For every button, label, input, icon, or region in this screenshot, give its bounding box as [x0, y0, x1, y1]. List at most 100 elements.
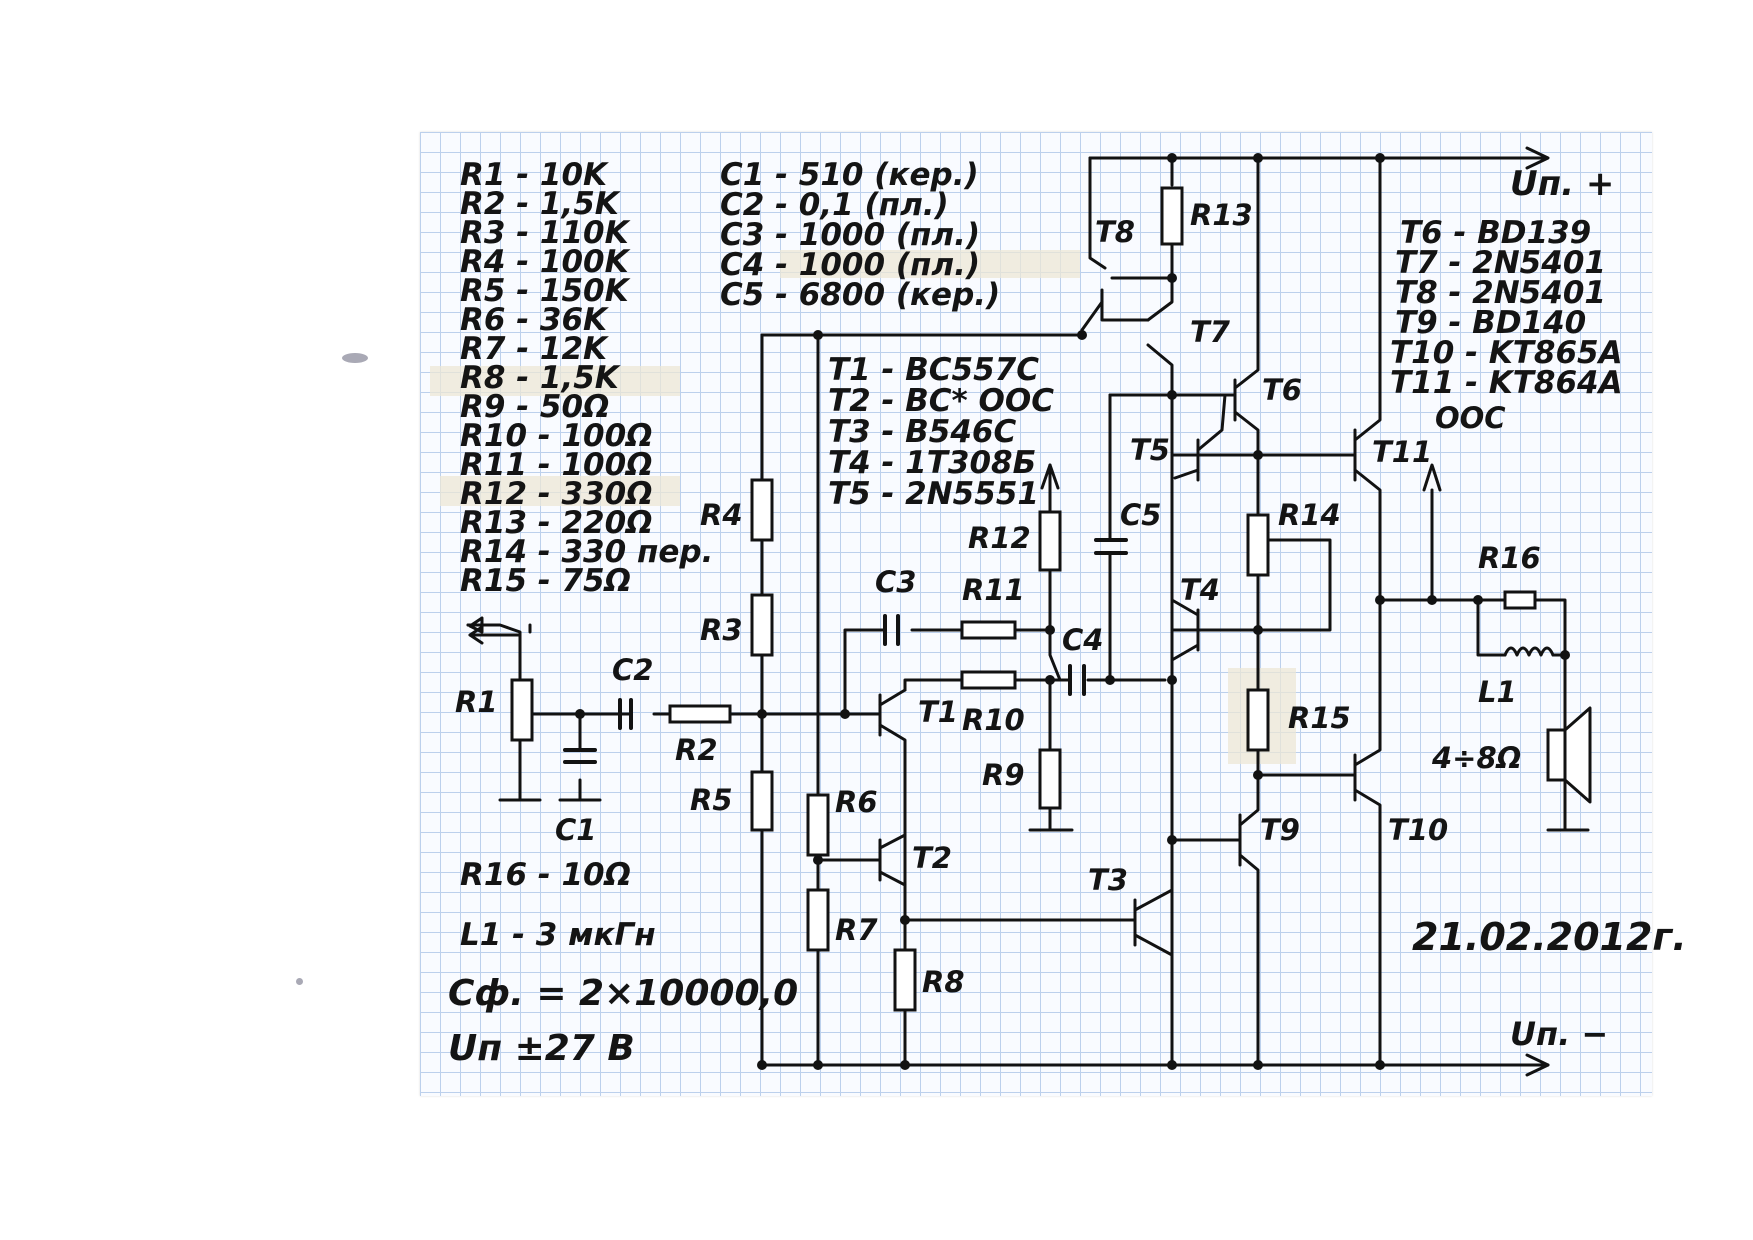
label-r2: R2 — [675, 733, 718, 767]
note: Cф. = 2×10000,0 — [448, 973, 798, 1014]
tape-highlight — [440, 476, 680, 506]
graph-paper-sheet — [420, 132, 1652, 1096]
label-t7: T7 — [1190, 315, 1231, 349]
label-t11: T11 — [1372, 435, 1432, 469]
label-c4: C4 — [1062, 623, 1103, 657]
resistor-r16 — [1503, 590, 1537, 610]
label-r5: R5 — [690, 783, 733, 817]
capacitor-list: C1 - 510 (кер.) C2 - 0,1 (пл.) C3 - 1000… — [720, 157, 1000, 313]
list-item: R1 - 10K — [460, 157, 609, 193]
label-t10: T10 — [1388, 813, 1448, 847]
label-r16: R16 — [1478, 541, 1541, 575]
potentiometer-r1 — [510, 678, 534, 742]
list-item: R15 - 75Ω — [460, 563, 631, 599]
list-item: R2 - 1,5K — [460, 186, 621, 222]
resistor-r8 — [893, 948, 917, 1012]
resistor-r5 — [750, 770, 774, 832]
list-item: T5 - 2N5551 — [828, 476, 1039, 512]
list-item: T11 - KT864A — [1390, 365, 1623, 401]
component-labels: R1 R2 R3 R4 R5 R6 R7 R8 R9 R10 R11 R12 R… — [455, 164, 1614, 1053]
label-r14: R14 — [1278, 498, 1341, 532]
label-supply-plus: Uп. + — [1510, 164, 1614, 204]
list-item: C3 - 1000 (пл.) — [720, 217, 980, 253]
inductor-l1 — [1503, 646, 1555, 657]
list-item: T7 - 2N5401 — [1395, 245, 1606, 281]
label-t5: T5 — [1130, 433, 1170, 467]
note: R16 - 10Ω — [460, 857, 631, 893]
list-item: R6 - 36K — [460, 302, 609, 338]
label-r4: R4 — [700, 498, 743, 532]
label-r6: R6 — [835, 785, 878, 819]
label-t6: T6 — [1262, 373, 1302, 407]
label-c5: C5 — [1120, 498, 1161, 532]
label-load: 4÷8Ω — [1431, 741, 1521, 775]
list-item: R11 - 100Ω — [460, 447, 653, 483]
paper-smudge — [296, 978, 303, 985]
paper-smudge — [342, 353, 368, 363]
tape-highlight — [430, 366, 680, 396]
list-item: T10 - KT865A — [1390, 335, 1623, 371]
list-item: R4 - 100K — [460, 244, 631, 280]
capacitor-c1 — [563, 748, 597, 764]
resistor-r7 — [806, 888, 830, 952]
arrow-icon — [1525, 146, 1550, 170]
capacitor-c4 — [1068, 664, 1086, 696]
label-t8: T8 — [1095, 215, 1135, 249]
label-r7: R7 — [835, 913, 878, 947]
list-item: R10 - 100Ω — [460, 418, 653, 454]
resistor-r2 — [668, 704, 732, 724]
label-supply-minus: Uп. − — [1510, 1015, 1608, 1053]
list-item: R5 - 150K — [460, 273, 631, 309]
notes: R16 - 10Ω L1 - 3 мкГн Cф. = 2×10000,0 Uп… — [448, 857, 798, 1069]
list-item: T6 - BD139 — [1400, 215, 1591, 251]
label-c3: C3 — [875, 565, 916, 599]
list-item: R14 - 330 пер. — [460, 534, 713, 570]
label-t3: T3 — [1088, 863, 1128, 897]
label-r12: R12 — [968, 521, 1031, 555]
resistor-r10 — [960, 670, 1017, 690]
date: 21.02.2012г. — [1412, 915, 1687, 959]
list-item: T2 - BC* ООС — [828, 383, 1054, 419]
junction-dots — [575, 153, 1570, 1070]
list-item: T8 - 2N5401 — [1395, 275, 1606, 311]
list-item: C2 - 0,1 (пл.) — [720, 187, 949, 223]
tape-highlight — [780, 250, 1080, 278]
list-item: C5 - 6800 (кер.) — [720, 277, 1000, 313]
note: Uп ±27 B — [448, 1028, 635, 1069]
label-l1: L1 — [1478, 675, 1517, 709]
list-item: R9 - 50Ω — [460, 389, 609, 425]
label-t2: T2 — [912, 841, 952, 875]
list-item: R7 - 12K — [460, 331, 609, 367]
list-item: R8 - 1,5K — [460, 360, 621, 396]
list-item: C4 - 1000 (пл.) — [720, 247, 980, 283]
capacitor-c2 — [618, 698, 633, 730]
resistor-r9 — [1038, 748, 1062, 810]
list-item: R3 - 110K — [460, 215, 631, 251]
resistor-r14 — [1246, 513, 1270, 577]
arrow-icon — [1525, 1053, 1550, 1077]
label-t1: T1 — [918, 695, 958, 729]
list-item: C1 - 510 (кер.) — [720, 157, 979, 193]
resistor-r15 — [1246, 688, 1270, 752]
arrow-icon — [468, 625, 484, 645]
label-r9: R9 — [982, 758, 1025, 792]
label-r11: R11 — [962, 573, 1025, 607]
resistor-r11 — [960, 620, 1017, 640]
note: L1 - 3 мкГн — [460, 917, 656, 953]
list-item: T9 - BD140 — [1395, 305, 1586, 341]
resistor-r12 — [1038, 510, 1062, 572]
label-ooc: ООС — [1435, 401, 1506, 435]
capacitor-c3 — [883, 614, 900, 646]
label-c1: C1 — [555, 813, 596, 847]
list-item: R13 - 220Ω — [460, 505, 653, 541]
label-r15: R15 — [1288, 701, 1351, 735]
resistor-r13 — [1160, 186, 1184, 246]
list-item: T1 - BC557C — [828, 352, 1039, 388]
label-t9: T9 — [1260, 813, 1300, 847]
label-r3: R3 — [700, 613, 743, 647]
label-c2: C2 — [612, 653, 653, 687]
list-item: T3 - B546C — [828, 414, 1017, 450]
label-r8: R8 — [922, 965, 965, 999]
transistor-list-right: T6 - BD139 T7 - 2N5401 T8 - 2N5401 T9 - … — [1390, 215, 1623, 401]
